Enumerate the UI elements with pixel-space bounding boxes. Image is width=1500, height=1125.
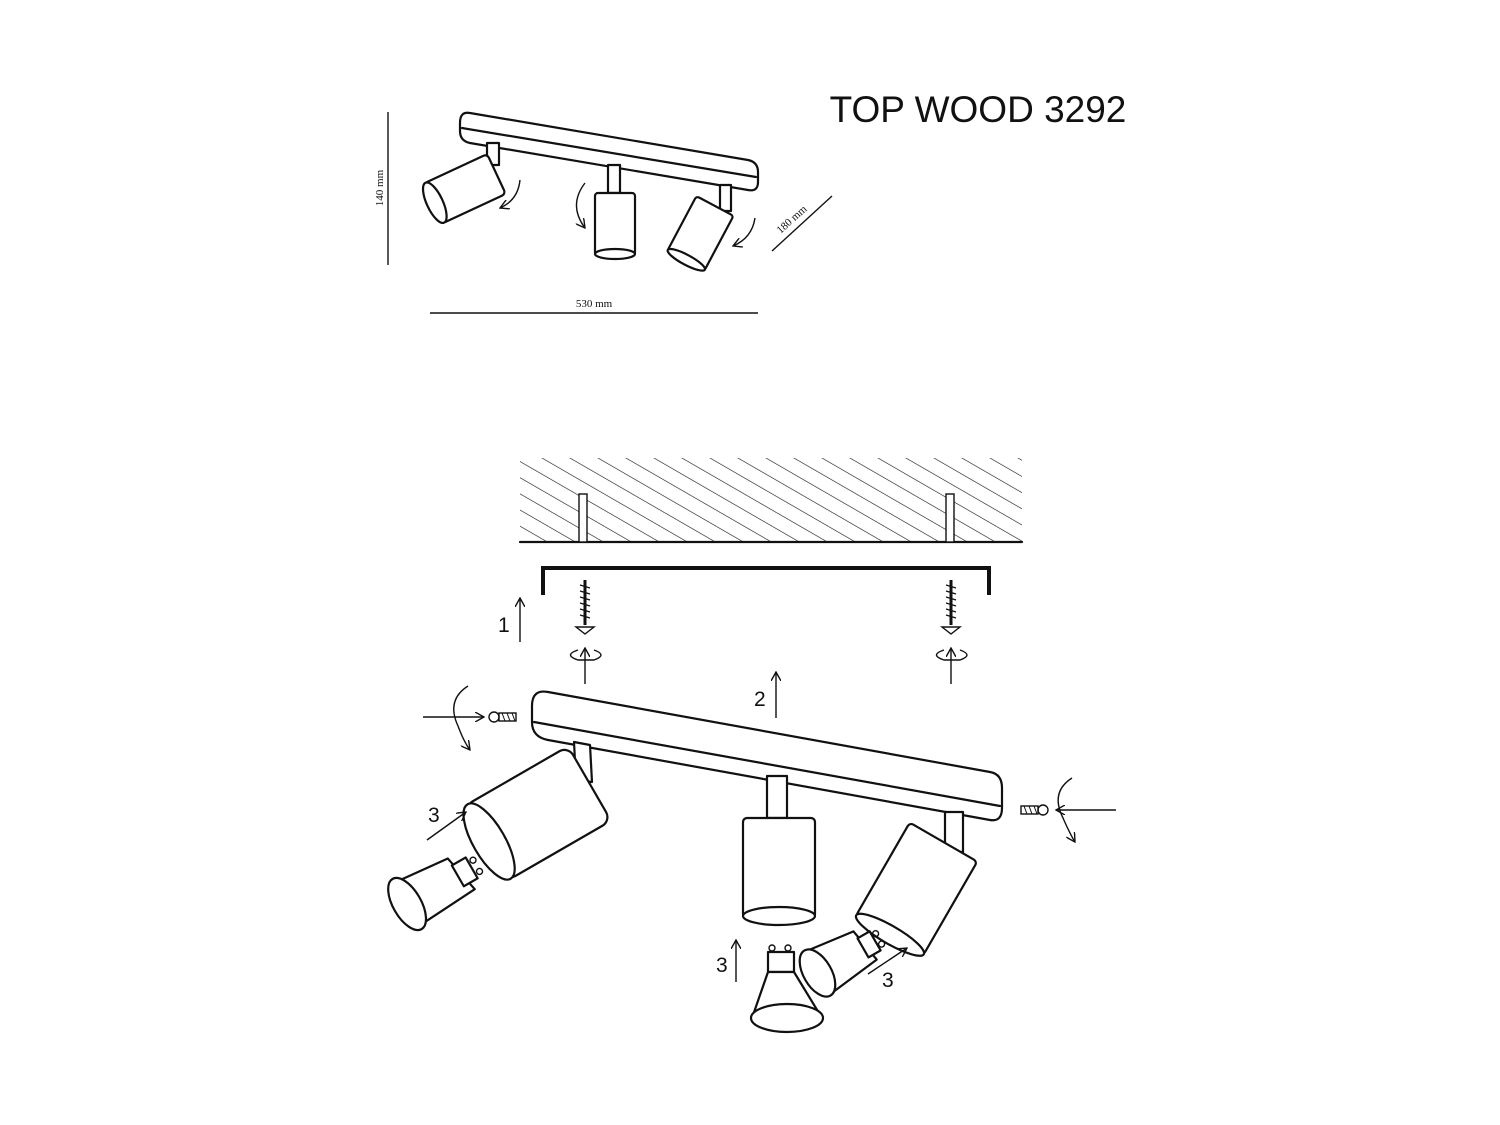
spotlight-left — [462, 740, 609, 881]
spotlight-center — [741, 774, 817, 927]
step-3-label-right: 3 — [882, 969, 894, 992]
step-3-label-center: 3 — [716, 954, 728, 977]
width-label: 530 mm — [576, 298, 613, 310]
bulb-left — [387, 856, 484, 932]
screw-rotate-arrow-right — [935, 648, 968, 684]
product-title: TOP WOOD 3292 — [830, 89, 1127, 130]
wall-plug-left — [578, 493, 588, 543]
end-screw-right — [1020, 777, 1116, 842]
height-label: 140 mm — [374, 169, 386, 206]
bulb-right — [798, 929, 886, 998]
dimension-width: 530 mm — [430, 298, 758, 314]
step-3-arrow-right — [867, 948, 907, 975]
mounting-bracket — [541, 566, 991, 595]
screw-right — [939, 580, 963, 635]
screw-rotate-arrow-left — [569, 648, 602, 684]
depth-label: 180 mm — [774, 203, 809, 237]
product-overview — [421, 111, 760, 272]
step-3-arrow-left — [426, 812, 466, 841]
screw-left — [573, 580, 597, 635]
end-screw-left — [423, 685, 517, 750]
wall-plug-right — [945, 493, 955, 543]
dimension-height: 140 mm — [374, 112, 389, 265]
light-bar — [530, 690, 1004, 822]
step-1-label: 1 — [498, 614, 510, 637]
spotlight-right — [854, 810, 977, 957]
step-3-label-left: 3 — [428, 804, 440, 827]
ceiling — [518, 458, 1024, 544]
dimension-depth: 180 mm — [771, 195, 833, 252]
bulb-center — [749, 944, 825, 1034]
step-2-label: 2 — [754, 688, 766, 711]
